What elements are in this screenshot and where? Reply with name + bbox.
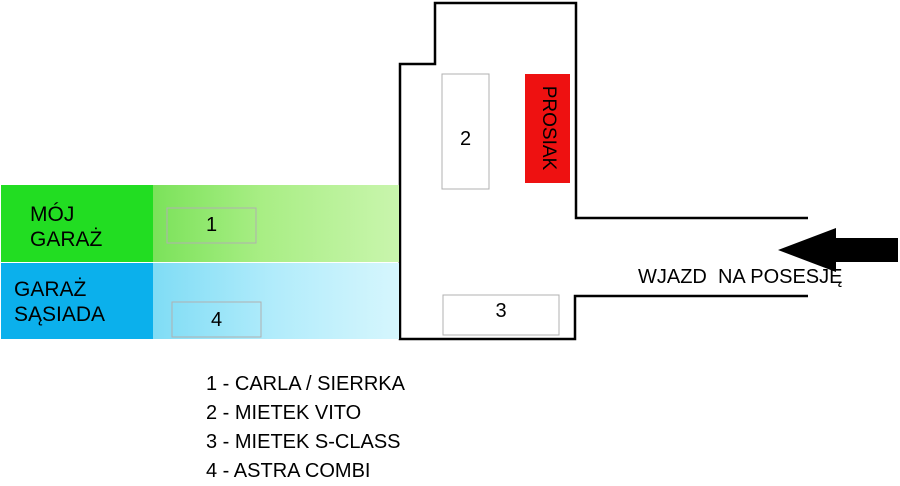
legend-item-2: 2 - MIETEK VITO	[206, 402, 362, 424]
pig-label-text: PROSIAK	[538, 85, 559, 171]
spot-3	[442, 294, 560, 336]
my-garage-label: MÓJ GARAŻ	[30, 202, 102, 252]
neighbor-garage-label-line2: SĄSIADA	[14, 303, 106, 327]
spot-3-number: 3	[495, 300, 507, 322]
spot-1	[166, 207, 257, 244]
my-garage	[1, 185, 153, 262]
entrance-label: WJAZD NA POSESJĘ	[638, 266, 843, 288]
driveway-blue	[153, 263, 399, 339]
my-garage-label-line2: GARAŻ	[30, 228, 103, 252]
spot-1-number: 1	[205, 214, 218, 236]
legend-item-3: 3 - MIETEK S-CLASS	[206, 431, 401, 453]
legend: 1 - CARLA / SIERRKA 2 - MIETEK VITO 3 - …	[206, 370, 405, 486]
neighbor-garage-label-line1: GARAŻ	[14, 278, 87, 301]
spot-2	[441, 73, 490, 190]
property-outline	[398, 1, 808, 341]
neighbor-garage	[1, 263, 153, 339]
my-garage-label-line1: MÓJ	[30, 203, 75, 226]
spot-4	[171, 301, 262, 338]
spot-2-number: 2	[459, 128, 472, 150]
legend-item-4: 4 - ASTRA COMBI	[206, 460, 371, 482]
neighbor-garage-label: GARAŻ SĄSIADA	[14, 277, 105, 327]
entrance-arrow-icon	[778, 228, 898, 272]
spot-4-number: 4	[210, 309, 223, 331]
legend-item-1: 1 - CARLA / SIERRKA	[206, 373, 405, 395]
driveway-green	[153, 185, 399, 262]
pig-box	[525, 74, 570, 183]
